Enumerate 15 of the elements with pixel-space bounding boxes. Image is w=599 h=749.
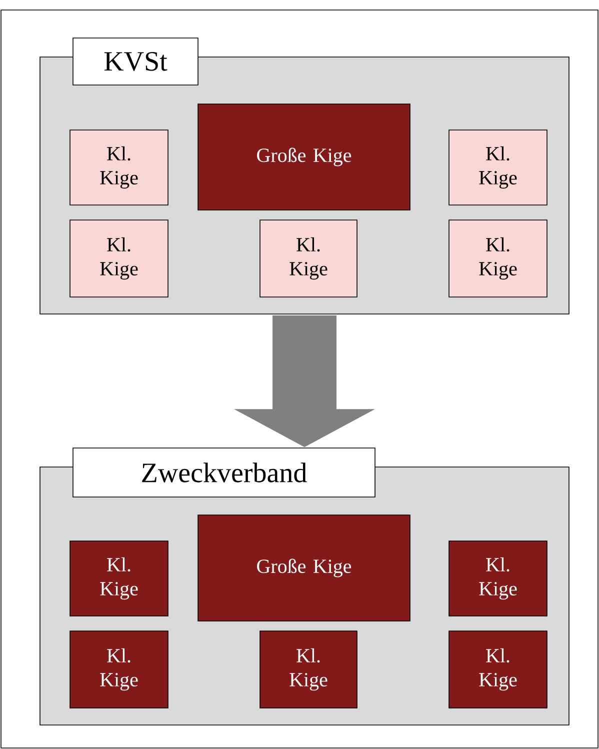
small-box: Kl. Kige [70, 130, 168, 206]
small-box: Kl. Kige [448, 540, 548, 616]
title-box: KVSt [72, 38, 198, 86]
small-box: Kl. Kige [70, 540, 168, 616]
large-box: Große Kige [198, 514, 410, 622]
small-box: Kl. Kige [70, 630, 168, 708]
small-box: Kl. Kige [70, 220, 168, 298]
large-box: Große Kige [198, 104, 410, 210]
small-box: Kl. Kige [448, 630, 548, 708]
title-box: Zweckverband [72, 448, 376, 498]
small-box: Kl. Kige [260, 220, 358, 298]
small-box: Kl. Kige [448, 130, 548, 206]
block-arrow [234, 315, 375, 448]
small-box: Kl. Kige [260, 630, 358, 708]
small-box: Kl. Kige [448, 220, 548, 298]
